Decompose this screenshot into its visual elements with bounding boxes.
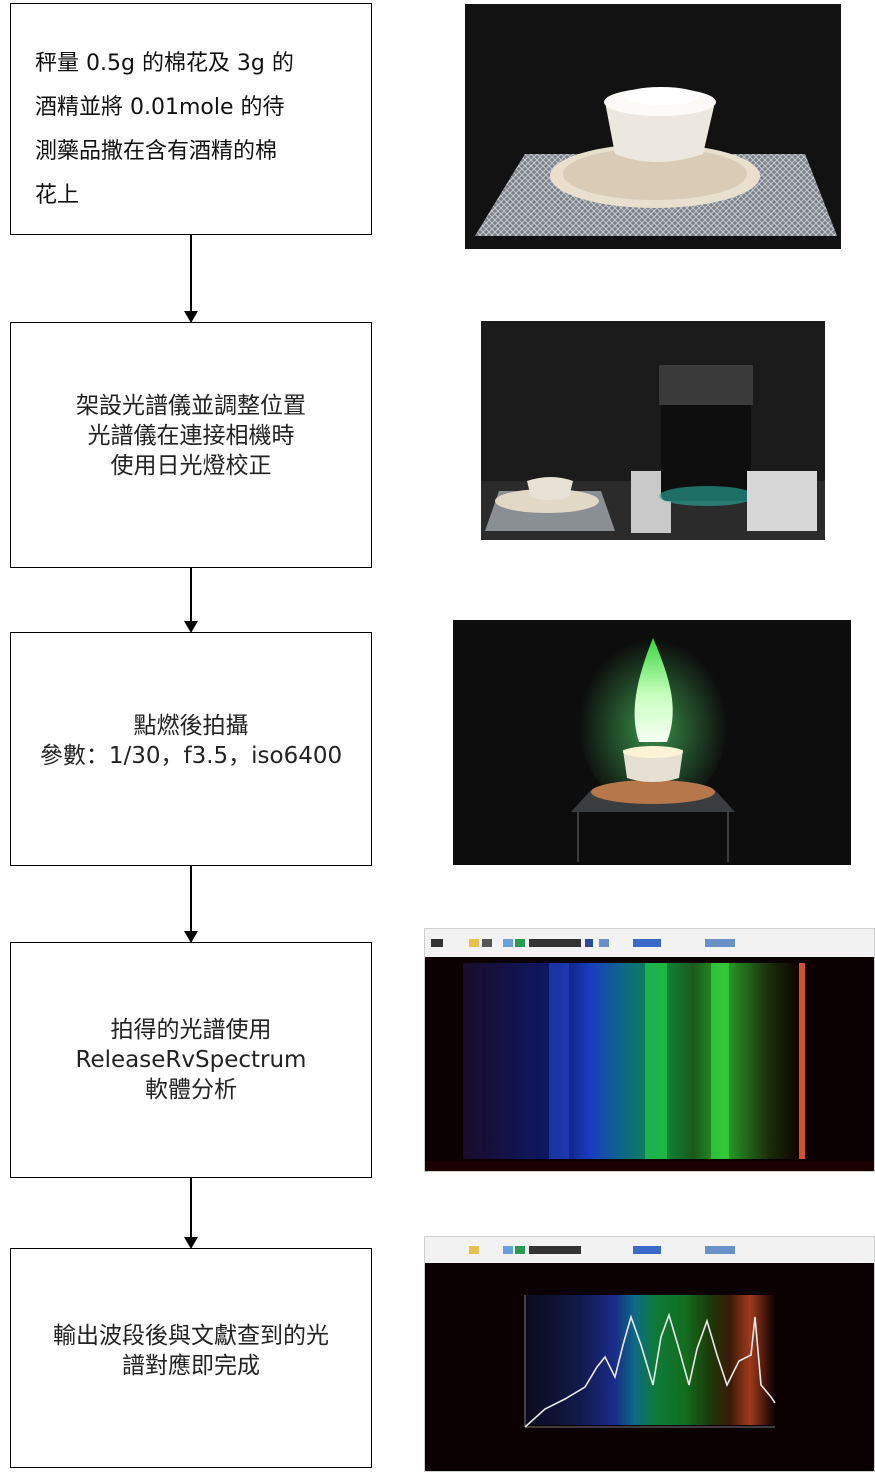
step-2-box: 架設光譜儀並調整位置 光譜儀在連接相機時 使用日光燈校正 <box>10 322 372 568</box>
step-2-line-1: 架設光譜儀並調整位置 <box>76 393 306 419</box>
crucible-on-gauze-photo <box>465 4 841 249</box>
step-1-text: 秤量 0.5g 的棉花及 3g 的 酒精並將 0.01mole 的待 測藥品撒在… <box>35 42 351 218</box>
arrow-down-2 <box>184 568 198 633</box>
step-5-box: 輸出波段後與文獻查到的光 譜對應即完成 <box>10 1248 372 1468</box>
step-2-line-2: 光譜儀在連接相機時 <box>87 423 295 449</box>
step-5-line-2: 譜對應即完成 <box>122 1353 260 1379</box>
step-4-line-1: 拍得的光譜使用 <box>110 1017 272 1043</box>
arrow-down-1 <box>184 235 198 323</box>
step-2-text: 架設光譜儀並調整位置 光譜儀在連接相機時 使用日光燈校正 <box>11 391 371 481</box>
green-flame-photo <box>453 620 851 865</box>
spectrometer-camera-setup-photo <box>481 321 825 540</box>
step-4-line-2: ReleaseRvSpectrum <box>75 1047 307 1073</box>
step-3-box: 點燃後拍攝 參數：1/30，f3.5，iso6400 <box>10 632 372 866</box>
step-1-line-1: 秤量 0.5g 的棉花及 3g 的 <box>35 51 294 76</box>
arrow-down-3 <box>184 866 198 943</box>
step-4-line-3: 軟體分析 <box>145 1077 237 1103</box>
step-3-line-1: 點燃後拍攝 <box>133 713 249 739</box>
step-2-line-3: 使用日光燈校正 <box>110 453 272 479</box>
step-1-box: 秤量 0.5g 的棉花及 3g 的 酒精並將 0.01mole 的待 測藥品撒在… <box>10 3 372 235</box>
spectrum-graph-screenshot <box>424 1236 875 1472</box>
step-1-line-2: 酒精並將 0.01mole 的待 <box>35 95 285 120</box>
spectrum-software-screenshot <box>424 928 875 1172</box>
step-5-line-1: 輸出波段後與文獻查到的光 <box>53 1323 329 1349</box>
step-5-text: 輸出波段後與文獻查到的光 譜對應即完成 <box>11 1321 371 1381</box>
step-4-text: 拍得的光譜使用 ReleaseRvSpectrum 軟體分析 <box>11 1015 371 1105</box>
step-4-box: 拍得的光譜使用 ReleaseRvSpectrum 軟體分析 <box>10 942 372 1178</box>
arrow-down-4 <box>184 1178 198 1249</box>
step-1-line-3: 測藥品撒在含有酒精的棉 <box>35 139 278 164</box>
step-3-line-2: 參數：1/30，f3.5，iso6400 <box>39 743 343 769</box>
step-3-text: 點燃後拍攝 參數：1/30，f3.5，iso6400 <box>11 711 371 771</box>
step-1-line-4: 花上 <box>35 183 80 208</box>
